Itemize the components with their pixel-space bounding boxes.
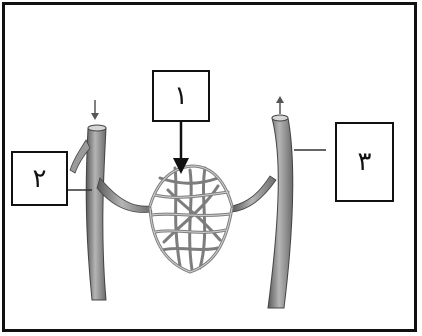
left-vessel [70,125,152,300]
label-box-2: ٢ [11,151,68,206]
outflow-arrow-icon [276,96,284,114]
inflow-arrow-icon [91,100,99,120]
label-box-3: ٣ [335,122,394,202]
right-vessel [232,115,293,308]
label-box-1: ١ [152,70,210,122]
